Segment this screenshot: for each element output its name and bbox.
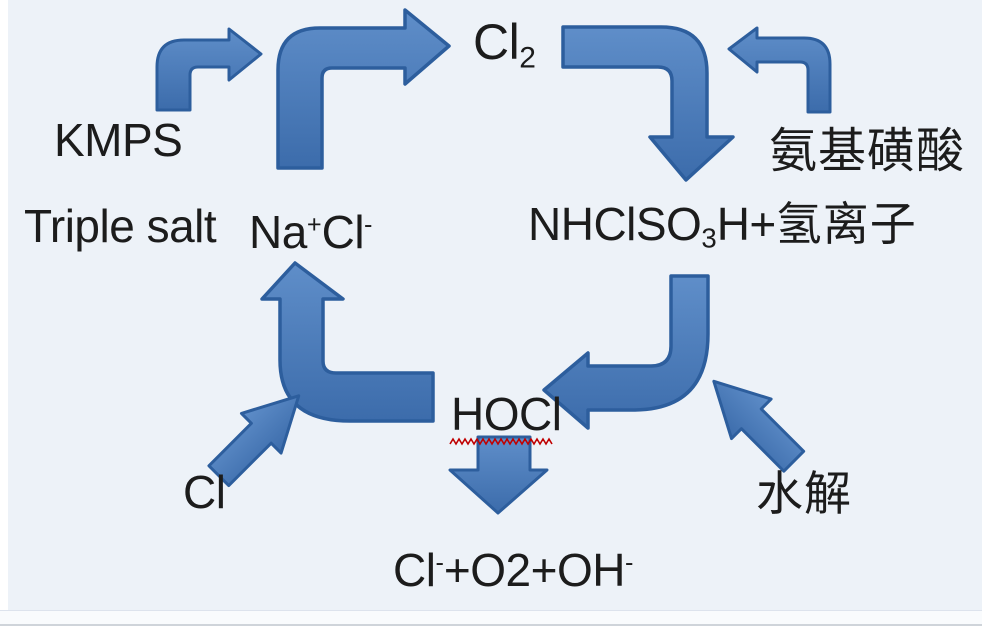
products-o2-oh: +O2+OH	[443, 544, 626, 596]
products-oh-minus: -	[624, 548, 634, 577]
arrow-cl2-to-nhclso3h-icon	[561, 25, 735, 183]
kmps-label: KMPS	[54, 114, 183, 166]
arrow-hydrolysis-to-hocl-icon	[693, 361, 815, 483]
arrow-hocl-to-nacl-icon	[260, 261, 435, 423]
nacl-cl: Cl	[321, 206, 365, 258]
arrow-hocl-to-products-icon	[448, 435, 549, 515]
products-label: Cl-+O2+OH-	[393, 546, 633, 594]
left-margin	[0, 0, 8, 626]
nhclso3h-pre: NHClSO	[528, 198, 702, 250]
hydrolysis-label: 水解	[756, 467, 852, 522]
nhclso3h-subscript: 3	[701, 222, 717, 254]
nhclso3h-post: H+	[716, 198, 777, 250]
products-cl-minus: -	[435, 548, 444, 577]
arrow-kmps-up-right-icon	[152, 25, 264, 112]
nacl-plus: +	[306, 210, 322, 239]
products-cl: Cl	[393, 544, 436, 596]
arrow-nhclso3h-to-hocl-icon	[540, 274, 710, 433]
nacl-label: Na+Cl-	[249, 208, 372, 256]
triple-salt-label: Triple salt	[24, 200, 217, 252]
arrow-triple-salt-to-cl2-icon	[276, 8, 452, 170]
sulfamic-acid-label: 氨基磺酸	[769, 123, 966, 179]
arrow-cl-to-hocl-icon	[198, 374, 320, 496]
arrow-sulfamic-to-cl2-icon	[726, 26, 836, 114]
bottom-strip	[0, 610, 982, 625]
cl2-subscript: 2	[519, 41, 536, 75]
cl2-base: Cl	[473, 14, 520, 70]
hydrogen-ion-text: 氢离子	[775, 197, 917, 251]
nhclso3h-label: NHClSO3H+氢离子	[528, 200, 917, 254]
cl2-label: Cl2	[473, 16, 536, 74]
nacl-na: Na	[249, 206, 307, 258]
nacl-minus: -	[364, 210, 373, 239]
bottom-border-line	[0, 624, 982, 626]
hocl-label: HOCl	[451, 388, 562, 440]
spellcheck-squiggle-icon	[449, 434, 555, 452]
cl-label: Cl	[183, 466, 226, 518]
